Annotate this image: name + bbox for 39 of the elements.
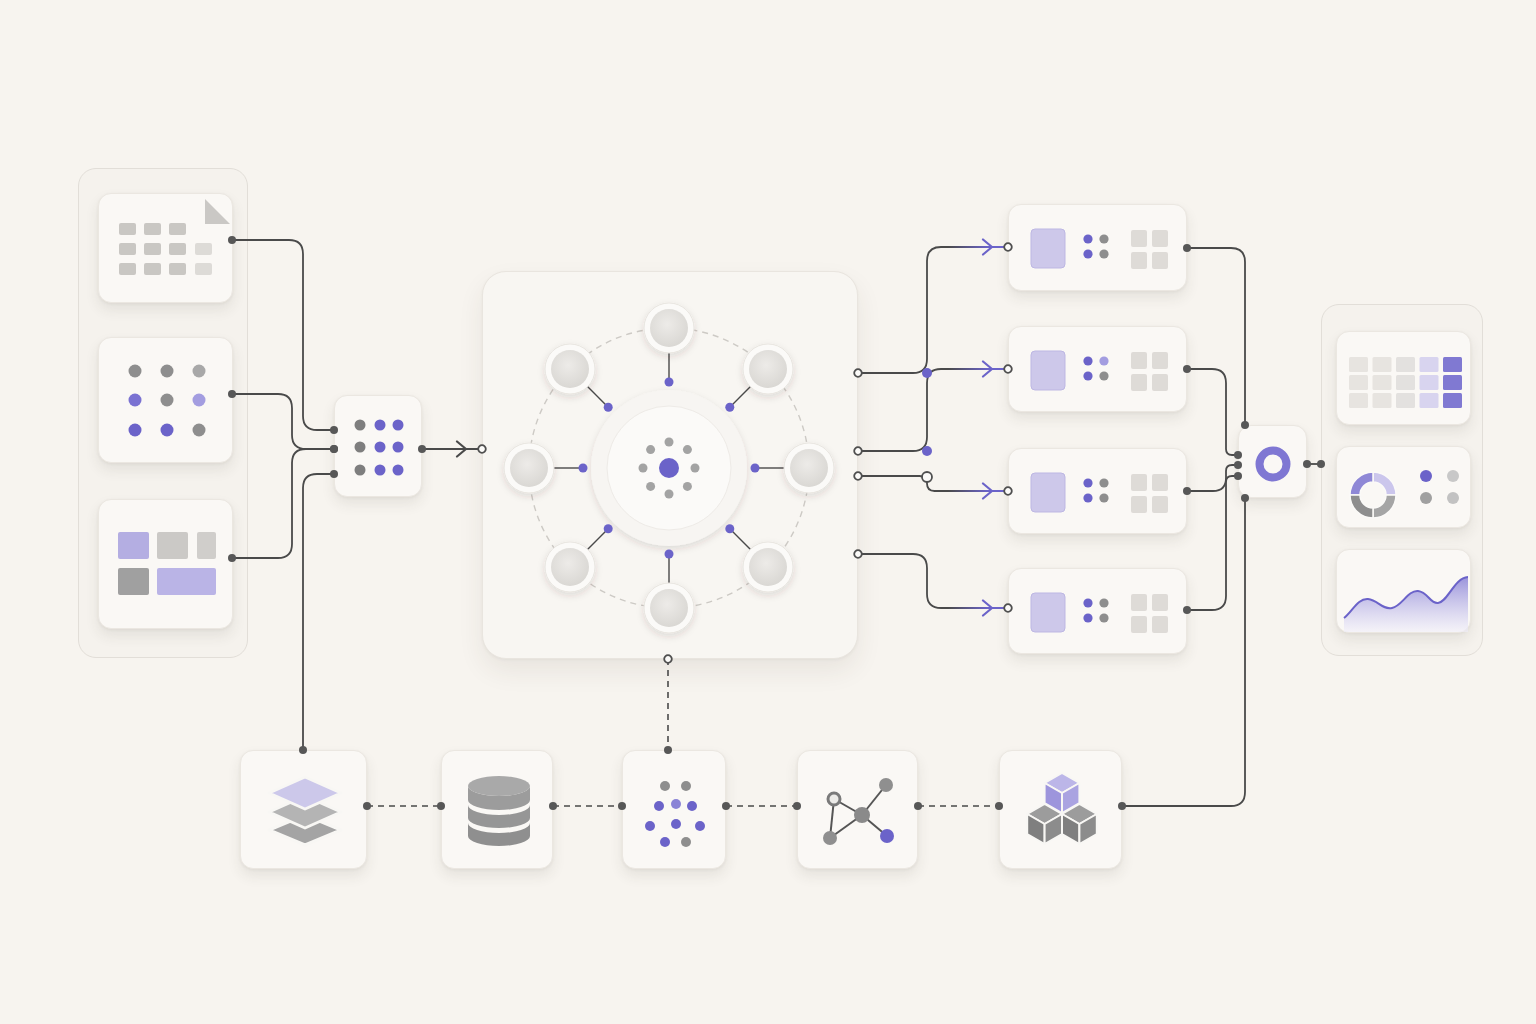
- card: [1008, 568, 1187, 654]
- arrow: [418, 440, 487, 458]
- connector-line: [299, 470, 338, 754]
- arrow: [853, 549, 1013, 617]
- connector-line: [1183, 472, 1242, 614]
- card: [1238, 425, 1307, 498]
- connector-line: [1183, 365, 1242, 459]
- card: [622, 750, 726, 869]
- arrow: [853, 360, 1013, 456]
- card: [1336, 549, 1471, 633]
- card: [98, 193, 233, 303]
- dashed-connector-line: [914, 802, 1003, 810]
- card: [999, 750, 1122, 869]
- dashed-connector-line: [549, 802, 626, 810]
- card: [98, 499, 233, 629]
- connector-line: [1118, 494, 1249, 810]
- card: [441, 750, 553, 869]
- arrow: [853, 238, 1013, 378]
- card: [1008, 204, 1187, 291]
- connector-line: [228, 445, 338, 562]
- card: [1336, 446, 1471, 528]
- card: [1008, 448, 1187, 534]
- connector-line: [1183, 461, 1242, 495]
- arrow: [853, 471, 1013, 500]
- group-panel: [78, 168, 248, 658]
- connector-line: [228, 236, 338, 434]
- card: [482, 271, 858, 659]
- card: [334, 395, 422, 497]
- dashed-connector-line: [363, 802, 445, 810]
- dashed-connector-line: [722, 802, 801, 810]
- connector-line: [1303, 460, 1325, 468]
- card: [240, 750, 367, 869]
- card: [797, 750, 918, 869]
- card: [1336, 331, 1471, 425]
- group-panel: [1321, 304, 1483, 656]
- card: [98, 337, 233, 463]
- dashed-connector-line: [663, 654, 673, 754]
- connector-line: [1183, 244, 1249, 429]
- card: [1008, 326, 1187, 412]
